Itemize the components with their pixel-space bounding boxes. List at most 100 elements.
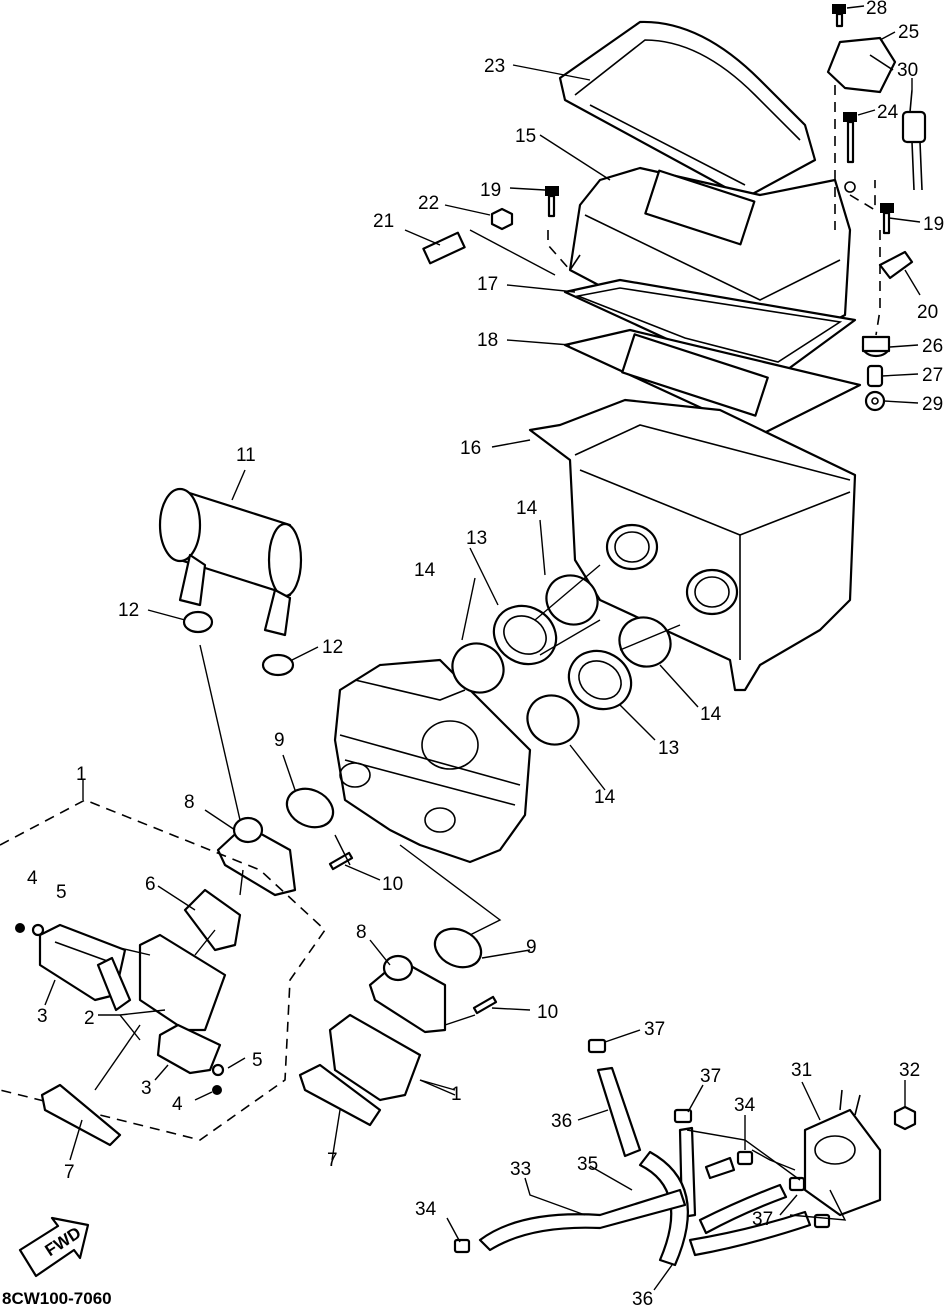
bolt-19-right xyxy=(880,203,894,235)
callout-37a: 37 xyxy=(644,1019,665,1040)
callout-22: 22 xyxy=(418,193,439,214)
callout-1a: 1 xyxy=(76,764,87,785)
callout-29: 29 xyxy=(922,394,943,415)
callout-31: 31 xyxy=(791,1060,812,1081)
clamp-14b xyxy=(618,616,672,668)
callout-32: 32 xyxy=(899,1060,920,1081)
nut-29 xyxy=(864,390,886,412)
clamp-9b xyxy=(433,927,483,969)
bolt-24 xyxy=(843,112,857,193)
callout-23: 23 xyxy=(484,56,505,77)
callout-36b: 36 xyxy=(632,1289,653,1308)
callout-19a: 19 xyxy=(480,180,501,201)
callout-9b: 9 xyxy=(526,937,537,958)
callout-14a: 14 xyxy=(516,498,538,519)
callout-33: 33 xyxy=(510,1159,531,1180)
switch-30 xyxy=(901,89,927,191)
nut-22 xyxy=(490,207,514,231)
callout-8b: 8 xyxy=(356,922,367,943)
callout-15: 15 xyxy=(515,126,536,147)
callout-18: 18 xyxy=(477,330,498,351)
reed-plate-3b xyxy=(156,1023,222,1075)
callout-26: 26 xyxy=(922,336,943,357)
callout-7b: 7 xyxy=(327,1150,338,1171)
intake-rubber-13b xyxy=(567,649,633,711)
callout-14c: 14 xyxy=(700,704,722,725)
washer-5b xyxy=(211,1063,225,1077)
reed-valve-1b xyxy=(328,1013,422,1102)
reed-valve-body xyxy=(138,933,227,1032)
callout-10b: 10 xyxy=(537,1002,558,1023)
callout-11: 11 xyxy=(236,445,256,466)
carb-joint-8a xyxy=(216,816,297,897)
fuel-hoses xyxy=(478,1066,812,1267)
fuel-pump xyxy=(803,1089,882,1217)
airbox-plate xyxy=(563,328,862,437)
reed-assembly-outline xyxy=(0,799,327,1141)
airbox-top-cover xyxy=(558,20,817,200)
grommet-26 xyxy=(861,335,891,358)
callout-14b: 14 xyxy=(414,560,436,581)
callout-37b: 37 xyxy=(700,1066,721,1087)
reed-stopper-6 xyxy=(183,888,242,952)
callout-labels: 28 25 23 30 24 15 19 22 19 21 17 20 18 2… xyxy=(27,0,944,1308)
callout-6: 6 xyxy=(145,874,156,895)
airbox-gasket xyxy=(563,278,857,377)
bolt-19-left xyxy=(545,186,559,218)
screw-4a xyxy=(15,923,25,933)
gasket-7b xyxy=(298,1063,382,1127)
clamp-14d xyxy=(526,694,580,746)
callout-12b: 12 xyxy=(322,637,343,658)
callout-36a: 36 xyxy=(551,1111,572,1132)
callout-3b: 3 xyxy=(141,1078,152,1099)
washer-5a xyxy=(31,923,45,937)
callout-12a: 12 xyxy=(118,600,139,621)
callout-30: 30 xyxy=(897,60,918,81)
callout-3a: 3 xyxy=(37,1006,48,1027)
fwd-arrow-icon: FWD xyxy=(18,1216,90,1278)
diagram-code: 8CW100-7060 xyxy=(2,1289,112,1308)
callout-37c: 37 xyxy=(752,1209,773,1230)
cap-12a xyxy=(182,610,214,634)
callout-20: 20 xyxy=(917,302,938,323)
sensor-21 xyxy=(422,231,466,265)
callout-34a: 34 xyxy=(734,1095,756,1116)
sensor-25 xyxy=(826,36,897,94)
callout-17: 17 xyxy=(477,274,498,295)
bolt-32 xyxy=(893,1105,917,1131)
intake-silencer xyxy=(158,487,303,637)
hose-clips xyxy=(453,1038,831,1254)
callout-5a: 5 xyxy=(56,882,67,903)
carb-joint-8b xyxy=(368,954,447,1034)
callout-10a: 10 xyxy=(382,874,403,895)
callout-5b: 5 xyxy=(252,1050,263,1071)
callout-28: 28 xyxy=(866,0,887,19)
leader-lines xyxy=(44,5,921,1291)
cap-12b xyxy=(261,653,295,677)
callout-4a: 4 xyxy=(27,868,38,889)
callout-9a: 9 xyxy=(274,730,285,751)
callout-7a: 7 xyxy=(64,1162,75,1183)
callout-2: 2 xyxy=(84,1008,95,1029)
bolt-10b xyxy=(472,995,498,1015)
callout-25: 25 xyxy=(898,22,919,43)
intake-rubber-13a xyxy=(492,604,558,666)
callout-34b: 34 xyxy=(415,1199,437,1220)
airbox-lower-case xyxy=(528,398,857,692)
clamp-20 xyxy=(878,250,914,280)
reed-plate-2 xyxy=(96,956,132,1012)
collar-27 xyxy=(866,364,884,388)
callout-27: 27 xyxy=(922,365,943,386)
screw-4b xyxy=(212,1085,222,1095)
gasket-7a xyxy=(40,1083,122,1147)
callout-24: 24 xyxy=(877,102,899,123)
callout-21: 21 xyxy=(373,211,394,232)
callout-13b: 13 xyxy=(658,738,679,759)
callout-16: 16 xyxy=(460,438,481,459)
callout-1b: 1 xyxy=(451,1084,462,1105)
callout-19b: 19 xyxy=(923,214,944,235)
callout-14d: 14 xyxy=(594,787,616,808)
engine-block xyxy=(333,658,532,864)
callout-8a: 8 xyxy=(184,792,195,813)
